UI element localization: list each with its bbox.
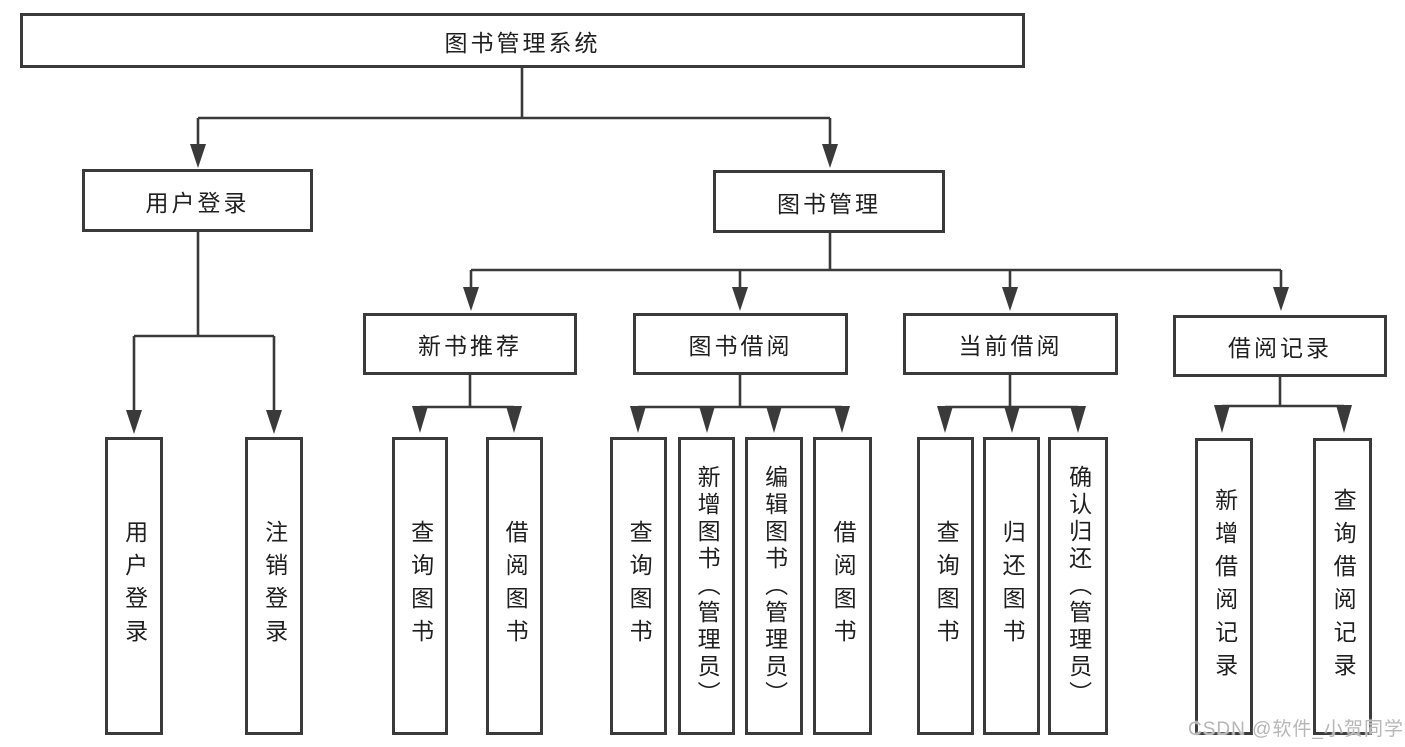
connector-current xyxy=(945,375,1078,409)
node-new-book-recommend: 新书推荐 xyxy=(363,313,577,375)
leaf-add-borrow-record: 新增借阅记录 xyxy=(1195,438,1253,735)
csdn-watermark: CSDN @软件_小贺同学 xyxy=(1188,719,1404,740)
connector-records xyxy=(1222,377,1344,408)
node-borrow-records: 借阅记录 xyxy=(1173,315,1387,377)
arrowheads-user-login xyxy=(126,410,282,434)
leaf-add-books-admin: 新增图书（管理员） xyxy=(678,437,735,735)
leaf-logout: 注销登录 xyxy=(245,437,303,735)
leaf-edit-books-admin: 编辑图书（管理员） xyxy=(745,437,803,735)
node-root-library-system: 图书管理系统 xyxy=(20,13,1025,68)
node-current-borrow: 当前借阅 xyxy=(903,313,1118,375)
connector-new-books xyxy=(420,375,514,409)
leaf-confirm-return-admin: 确认归还（管理员） xyxy=(1048,437,1108,735)
arrowheads-level3 xyxy=(463,287,1289,311)
leaf-borrow-books-2: 借阅图书 xyxy=(813,437,872,735)
arrowheads-level2 xyxy=(190,144,838,168)
arrowheads-current xyxy=(937,406,1086,433)
arrowheads-new-books xyxy=(412,406,522,433)
node-user-login: 用户登录 xyxy=(82,169,313,232)
leaf-query-borrow-record: 查询借阅记录 xyxy=(1313,438,1372,735)
leaf-borrow-books-1: 借阅图书 xyxy=(486,437,543,735)
arrowheads-borrow xyxy=(630,406,850,433)
leaf-query-books-2: 查询图书 xyxy=(610,437,667,735)
connector-book-mgmt xyxy=(469,233,1283,289)
connector-root-to-level2 xyxy=(196,68,832,146)
node-book-management: 图书管理 xyxy=(713,170,945,233)
arrowheads-records xyxy=(1214,405,1352,433)
connector-borrow xyxy=(638,375,842,409)
node-book-borrow: 图书借阅 xyxy=(633,313,848,375)
leaf-return-books: 归还图书 xyxy=(983,437,1040,735)
connector-user-login xyxy=(132,232,276,412)
leaf-query-books-1: 查询图书 xyxy=(392,437,448,735)
leaf-query-books-3: 查询图书 xyxy=(917,437,974,735)
leaf-user-login: 用户登录 xyxy=(105,437,163,735)
